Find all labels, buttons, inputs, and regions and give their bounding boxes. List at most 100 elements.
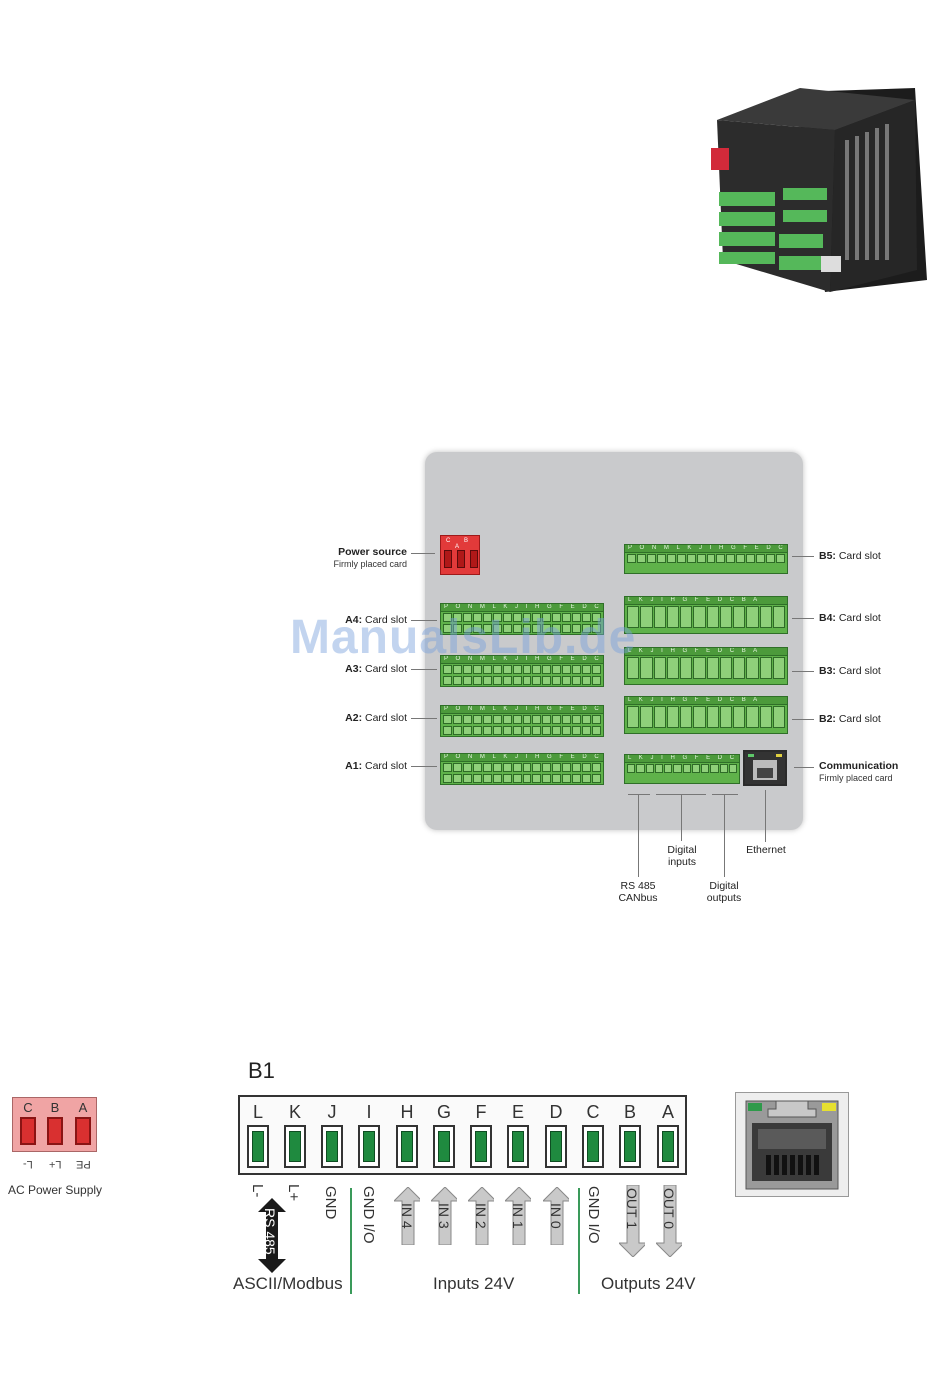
pin-label-l-plus: L+	[285, 1184, 302, 1202]
ac-pin	[47, 1117, 63, 1145]
slot-a1-connector: P O N M L K J I H G F E D C B A	[440, 753, 604, 785]
output-arrow-icon	[656, 1185, 682, 1257]
slot-b3-connector: L K J I H G F E D C B A	[624, 647, 788, 685]
terminal-letter: J	[327, 1102, 337, 1122]
slot-b3-leader	[792, 671, 814, 672]
terminal-screw	[545, 1125, 567, 1168]
slot-a3-leader	[411, 669, 437, 670]
terminal-letter: A	[661, 1102, 674, 1122]
terminal-letter: E	[511, 1102, 524, 1122]
group-label-ascii-modbus: ASCII/Modbus	[233, 1274, 343, 1293]
ac-sub-label: L-	[23, 1158, 33, 1170]
ac-power-caption: AC Power Supply	[8, 1183, 103, 1197]
pin-label-gnd-io-2: GND I/O	[585, 1186, 602, 1244]
terminal-screw	[396, 1125, 418, 1168]
slot-b2-label: B2: Card slot	[819, 713, 881, 725]
input-arrow-icon	[394, 1187, 420, 1245]
ac-power-connector: C B A	[12, 1097, 97, 1152]
terminal-screw	[507, 1125, 529, 1168]
power-pin	[444, 550, 452, 568]
terminal-screw	[657, 1125, 679, 1168]
terminal-screw	[284, 1125, 306, 1168]
watermark: ManualsLib.de	[290, 611, 637, 664]
pin-label-gnd: GND	[322, 1186, 339, 1220]
slot-a1-leader	[411, 766, 437, 767]
ethernet-leader	[765, 790, 766, 842]
rs485-leader	[638, 795, 639, 877]
ac-sub-label: L+	[48, 1158, 62, 1170]
slot-b4-label: B4: Card slot	[819, 612, 881, 624]
pin-label-out1: OUT 1	[624, 1188, 640, 1229]
b1-terminal-block	[238, 1095, 687, 1175]
rs485-bracket	[628, 794, 650, 795]
terminal-letter: I	[366, 1102, 372, 1122]
group-label-outputs: Outputs 24V	[601, 1274, 696, 1293]
pin-label-in0: IN 0	[548, 1203, 564, 1229]
pin-label-gnd-io: GND I/O	[360, 1186, 377, 1244]
rs485-label: RS 485	[262, 1208, 278, 1255]
terminal-screw	[582, 1125, 604, 1168]
ac-pin	[20, 1117, 36, 1145]
terminal-letter: K	[288, 1102, 301, 1122]
ac-sub-label: PE	[75, 1158, 91, 1170]
slot-b2-leader	[792, 719, 814, 720]
slot-b2-connector: L K J I H G F E D C B A	[624, 696, 788, 734]
slot-a1-label: A1: Card slot	[345, 760, 407, 772]
terminal-screw	[619, 1125, 641, 1168]
slot-a4-connector: P O N M L K J I H G F E D C B A	[440, 603, 604, 635]
terminal-screw	[470, 1125, 492, 1168]
communication-connector: L K J I H G F E D C B A	[624, 754, 740, 784]
digital-outputs-label: Digital outputs	[706, 880, 742, 904]
terminal-letter: H	[400, 1102, 414, 1122]
ac-pin	[75, 1117, 91, 1145]
digital-outputs-leader	[724, 795, 725, 877]
terminal-letter: G	[436, 1102, 451, 1122]
pin-label-in4: IN 4	[399, 1203, 415, 1229]
slot-b5-leader	[792, 556, 814, 557]
terminal-letter: L	[252, 1102, 263, 1122]
input-arrow-icon	[431, 1187, 457, 1245]
power-pin	[470, 550, 478, 568]
slot-b5-connector: P O N M L K J I H G F E D C B A	[624, 544, 788, 574]
digital-inputs-label: Digital inputs	[667, 844, 697, 868]
terminal-letter: C	[586, 1102, 600, 1122]
power-pin	[457, 550, 465, 568]
terminal-screw	[358, 1125, 380, 1168]
slot-a2-label: A2: Card slot	[345, 712, 407, 724]
slot-a2-leader	[411, 718, 437, 719]
slot-a4-leader	[411, 620, 437, 621]
digital-inputs-leader	[681, 795, 682, 841]
ethernet-port-icon	[735, 1092, 849, 1197]
slot-b4-leader	[792, 618, 814, 619]
input-arrow-icon	[505, 1187, 531, 1245]
slot-b3-label: B3: Card slot	[819, 665, 881, 677]
communication-leader	[794, 767, 814, 768]
terminal-letter: B	[623, 1102, 636, 1122]
output-arrow-icon	[619, 1185, 645, 1257]
terminal-screw	[433, 1125, 455, 1168]
slot-a3-label: A3: Card slot	[345, 663, 407, 675]
ethernet-label: Ethernet	[746, 844, 786, 856]
slot-a2-connector: P O N M L K J I H G F E D C B A	[440, 705, 604, 737]
power-source-leader	[411, 553, 435, 554]
terminal-screw	[247, 1125, 269, 1168]
terminal-screw	[321, 1125, 343, 1168]
ethernet-port-small	[743, 750, 787, 786]
controller-photo	[705, 70, 933, 302]
input-arrow-icon	[468, 1187, 494, 1245]
group-label-inputs: Inputs 24V	[433, 1274, 515, 1293]
slot-a3-connector: P O N M L K J I H G F E D C B A	[440, 655, 604, 687]
group-separator	[578, 1188, 580, 1294]
rs485-arrow-icon	[258, 1198, 286, 1273]
pin-label-out0: OUT 0	[661, 1188, 677, 1229]
pin-label-in2: IN 2	[473, 1203, 489, 1229]
terminal-letter: F	[475, 1102, 487, 1122]
digital-outputs-bracket	[712, 794, 738, 795]
pin-label-in3: IN 3	[436, 1203, 452, 1229]
pin-label-in1: IN 1	[510, 1203, 526, 1229]
power-connector: C B A	[440, 535, 480, 575]
terminal-letter: D	[549, 1102, 563, 1122]
slot-b5-label: B5: Card slot	[819, 550, 881, 562]
